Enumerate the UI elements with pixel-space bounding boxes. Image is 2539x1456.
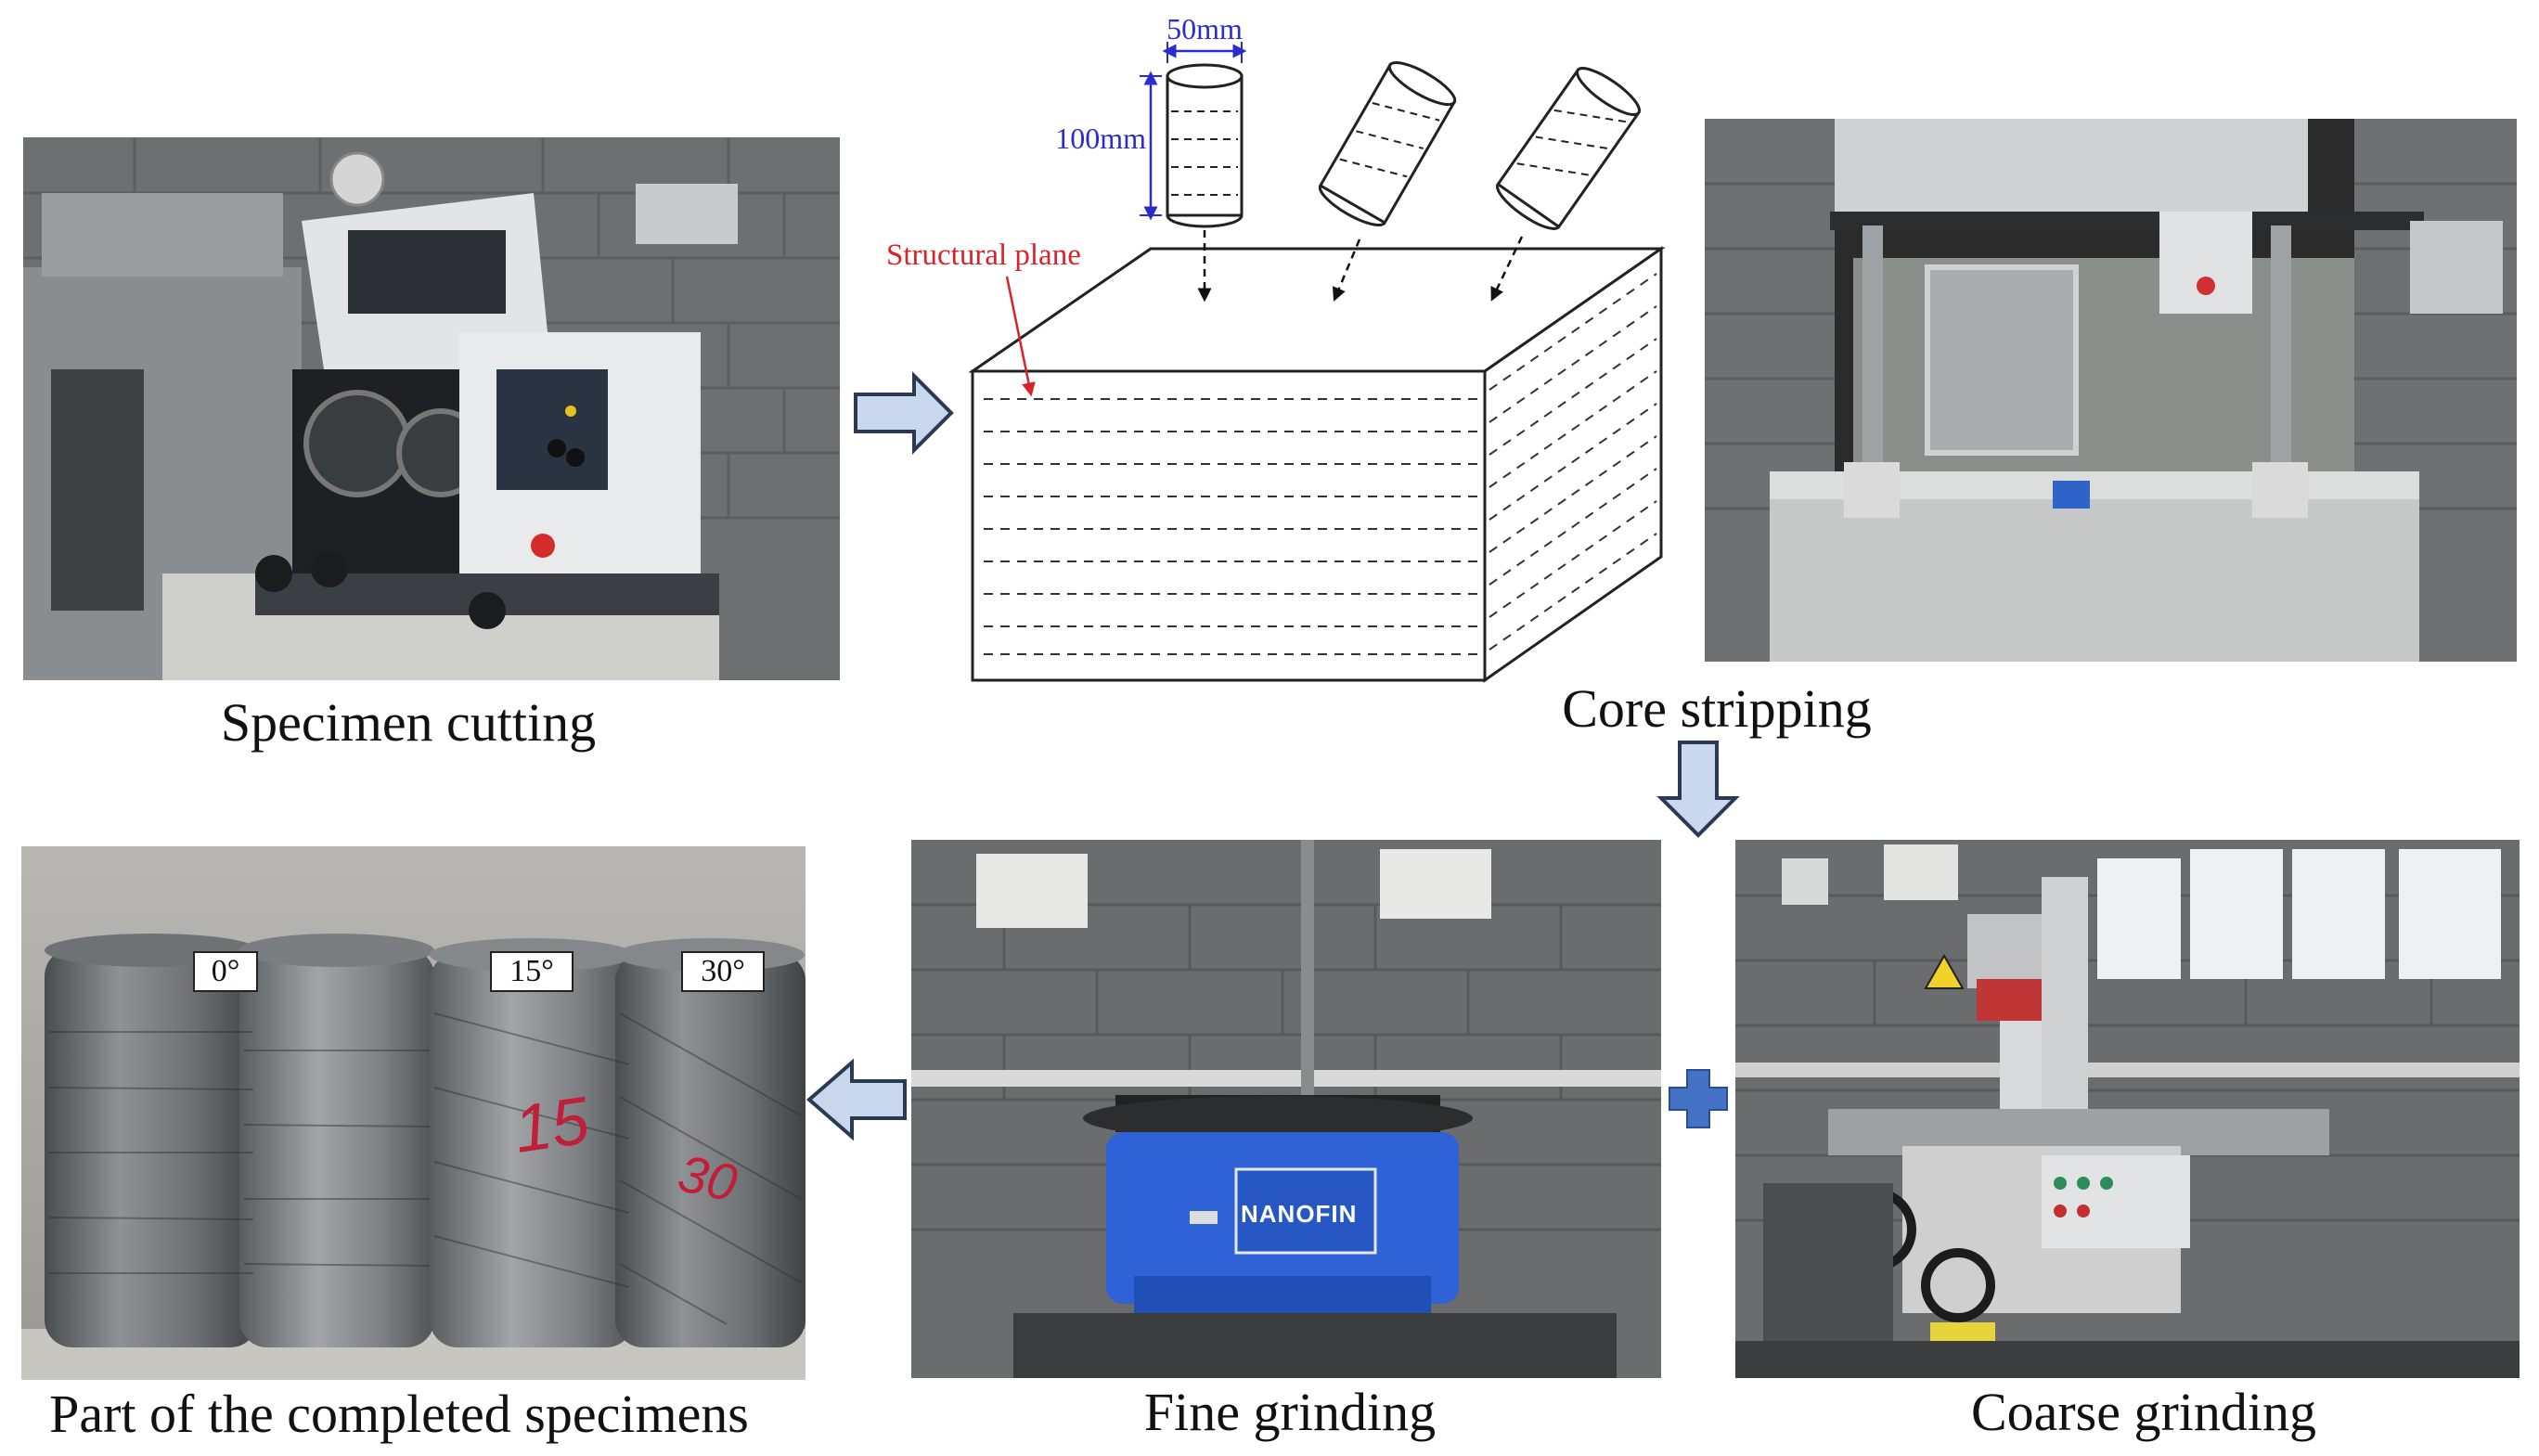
core-cylinder-vertical <box>1166 63 1244 228</box>
handwritten-15-label: 15 <box>509 1083 594 1167</box>
structural-plane-annotation: Structural plane <box>886 238 1081 397</box>
plus-sign <box>1669 1069 1728 1128</box>
diameter-label: 50mm <box>1166 12 1243 45</box>
coarse-grinding-photo <box>1735 840 2520 1378</box>
angle-label-15: 15° <box>490 951 574 992</box>
fine-grinding-caption: Fine grinding <box>1143 1382 1437 1442</box>
angle-label-30: 30° <box>681 951 765 992</box>
height-dimension: 100mm <box>1055 71 1162 221</box>
core-cylinder-tilted-15 <box>1318 61 1457 226</box>
core-stripping-photo <box>1705 119 2517 662</box>
completed-specimens-photo: 15 30 <box>21 846 806 1380</box>
flow-arrow-left <box>806 1058 907 1141</box>
height-label: 100mm <box>1055 122 1146 155</box>
fine-grinding-photo: NANOFIN <box>911 840 1661 1378</box>
flow-arrow-down <box>1656 741 1740 838</box>
flow-arrow-right <box>854 371 954 455</box>
specimen-cutting-photo <box>23 137 840 680</box>
coarse-grinding-caption: Coarse grinding <box>1970 1382 2317 1442</box>
coring-direction-arrows <box>1197 230 1524 303</box>
structural-plane-label: Structural plane <box>886 238 1081 272</box>
structural-plane-lines <box>984 273 1657 655</box>
rock-block-schematic <box>968 246 1666 683</box>
machine-brand-label: NANOFIN <box>1241 1200 1358 1228</box>
core-cylinder-tilted-30 <box>1496 67 1641 230</box>
angle-label-0: 0° <box>193 951 258 992</box>
diameter-dimension: 50mm <box>1162 12 1247 63</box>
specimen-cutting-caption: Specimen cutting <box>220 692 597 753</box>
core-stripping-caption: Core stripping <box>1562 678 1872 739</box>
handwritten-30-label: 30 <box>674 1143 742 1213</box>
completed-specimens-caption: Part of the completed specimens <box>49 1384 749 1444</box>
